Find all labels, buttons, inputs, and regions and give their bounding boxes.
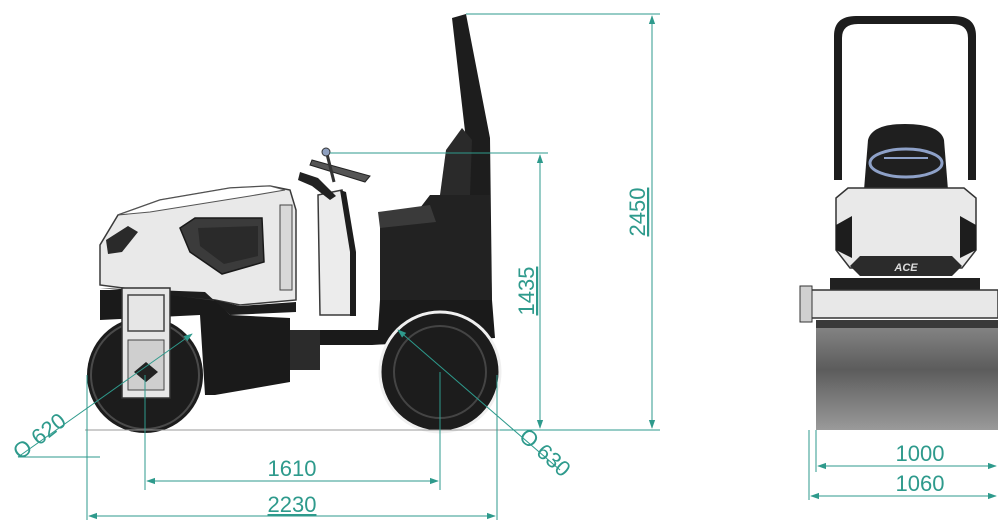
front-steering-wheel <box>868 147 944 179</box>
headlight <box>106 226 138 254</box>
side-view-roller <box>85 14 502 434</box>
front-view-dimensions <box>808 430 997 500</box>
overall-width-label: 1060 <box>896 471 945 496</box>
drum-width-label: 1000 <box>896 441 945 466</box>
leader-rear-drum <box>397 329 561 471</box>
leader-front-drum <box>17 333 193 458</box>
front-view-drum <box>816 320 998 430</box>
front-view-labels: 1000 1060 <box>896 441 945 496</box>
front-logo-panel <box>850 256 962 276</box>
drum-frame <box>804 289 998 319</box>
overall-length-label: 2230 <box>268 492 317 517</box>
side-view-dimensions <box>17 13 660 520</box>
seat-cushion <box>378 205 436 228</box>
front-view-roller: ACE <box>799 16 998 430</box>
wheelbase-label: 1610 <box>268 456 317 481</box>
rear-drum-diameter-label: O 630 <box>514 423 575 482</box>
dashboard <box>298 172 336 200</box>
seat-back <box>440 128 472 195</box>
articulation-joint <box>290 330 320 370</box>
overall-height-label: 2450 <box>625 188 650 237</box>
steering-wheel <box>309 159 371 183</box>
steering-height-label: 1435 <box>514 267 539 316</box>
brand-logo: ACE <box>893 262 918 274</box>
front-drum-diameter-label: O 620 <box>8 408 71 465</box>
